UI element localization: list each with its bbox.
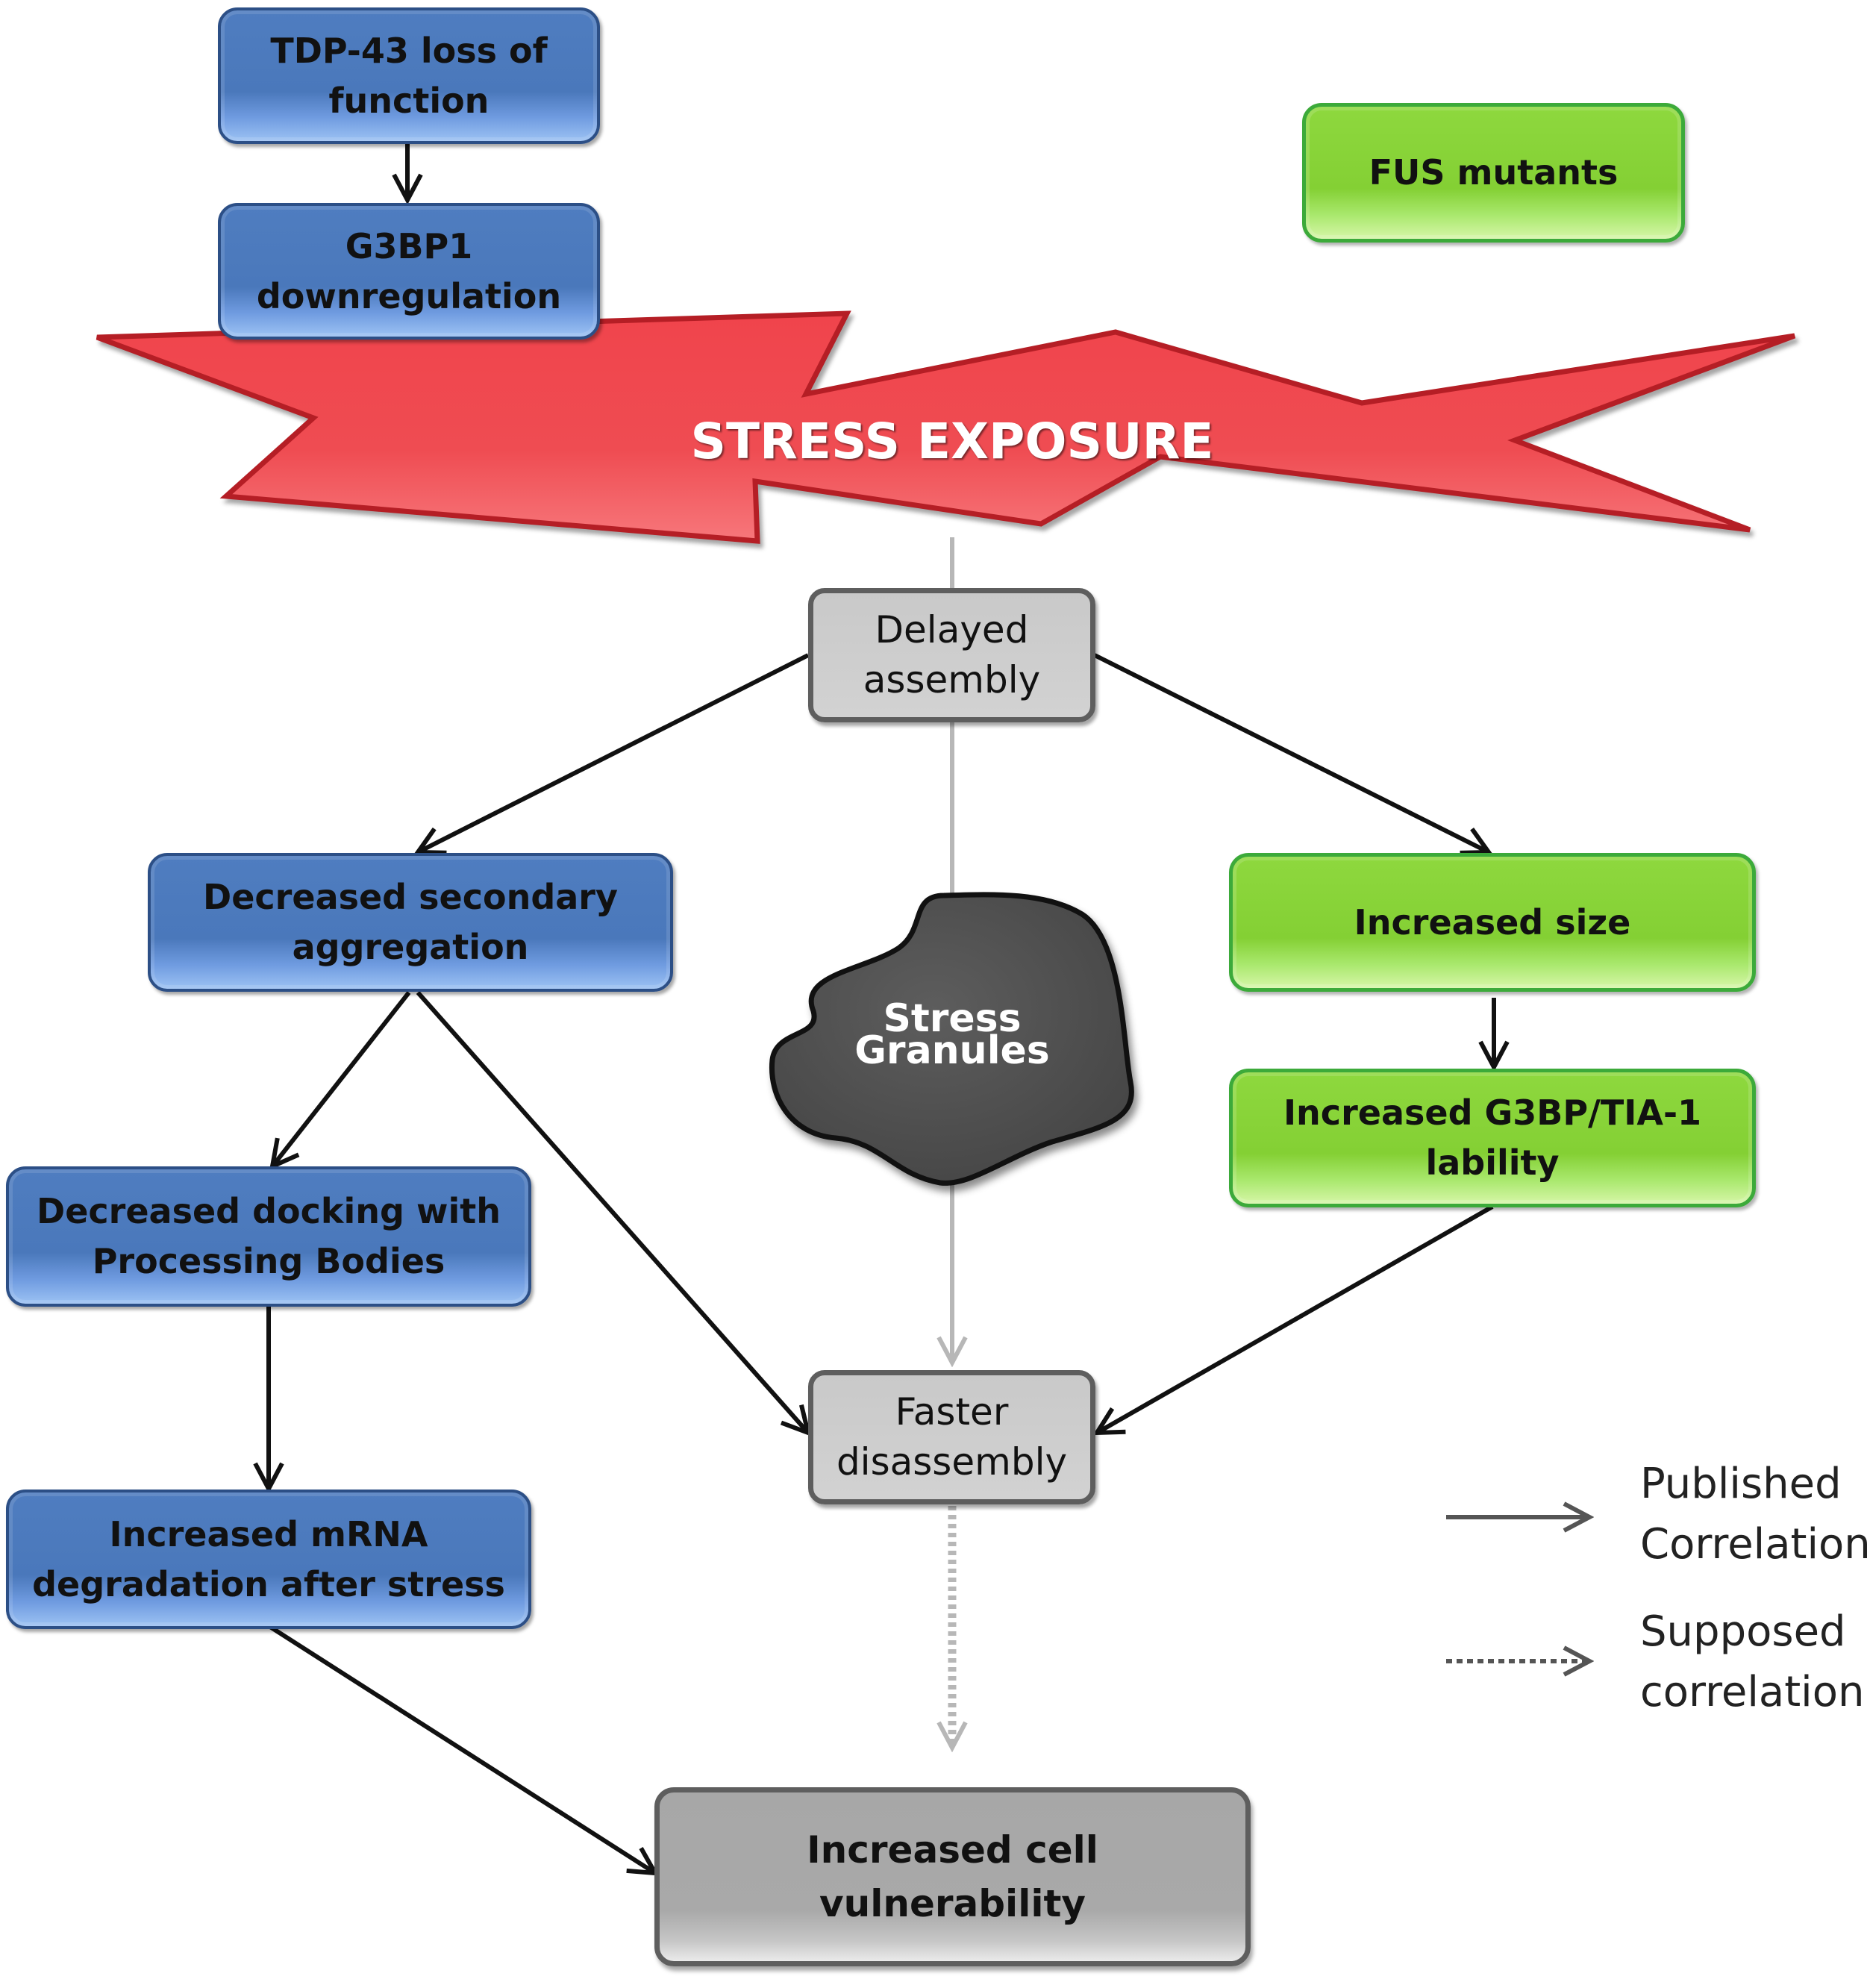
arrow-g3bp-to-faster bbox=[1097, 1204, 1494, 1433]
node-delayed-assembly: Delayed assembly bbox=[808, 588, 1095, 722]
stress-exposure-shape bbox=[96, 310, 1796, 544]
arrow-delayed-to-size bbox=[1093, 653, 1489, 852]
arrow-mrna-to-vulnerability bbox=[269, 1625, 655, 1873]
arrow-delayed-to-secondary bbox=[418, 653, 810, 852]
node-fus-mutants: FUS mutants bbox=[1302, 103, 1685, 243]
legend-published-label: Published Correlation bbox=[1640, 1460, 1867, 1569]
node-increased-size: Increased size bbox=[1229, 853, 1756, 992]
node-increased-mrna-degradation: Increased mRNA degradation after stress bbox=[6, 1490, 531, 1629]
node-tdp43-loss: TDP-43 loss of function bbox=[218, 7, 600, 144]
node-increased-g3bp-tia1-lability: Increased G3BP/TIA-1 lability bbox=[1229, 1069, 1756, 1207]
node-increased-cell-vulnerability: Increased cell vulnerability bbox=[654, 1787, 1251, 1966]
node-faster-disassembly: Faster disassembly bbox=[808, 1370, 1095, 1504]
legend-supposed-label: Supposed correlation bbox=[1640, 1607, 1865, 1717]
stress-granules-shape bbox=[769, 892, 1134, 1186]
node-g3bp1-downregulation: G3BP1 downregulation bbox=[218, 203, 600, 340]
node-decreased-secondary-aggregation: Decreased secondary aggregation bbox=[148, 853, 673, 992]
node-decreased-docking: Decreased docking with Processing Bodies bbox=[6, 1166, 531, 1307]
stress-granules-label-line1: Stress bbox=[883, 996, 1021, 1041]
arrow-secondary-to-faster bbox=[416, 991, 808, 1433]
stress-granules-label-line2: Granules bbox=[854, 1028, 1050, 1073]
arrow-secondary-to-docking bbox=[272, 991, 411, 1166]
stress-exposure-label: STRESS EXPOSURE bbox=[690, 413, 1213, 470]
